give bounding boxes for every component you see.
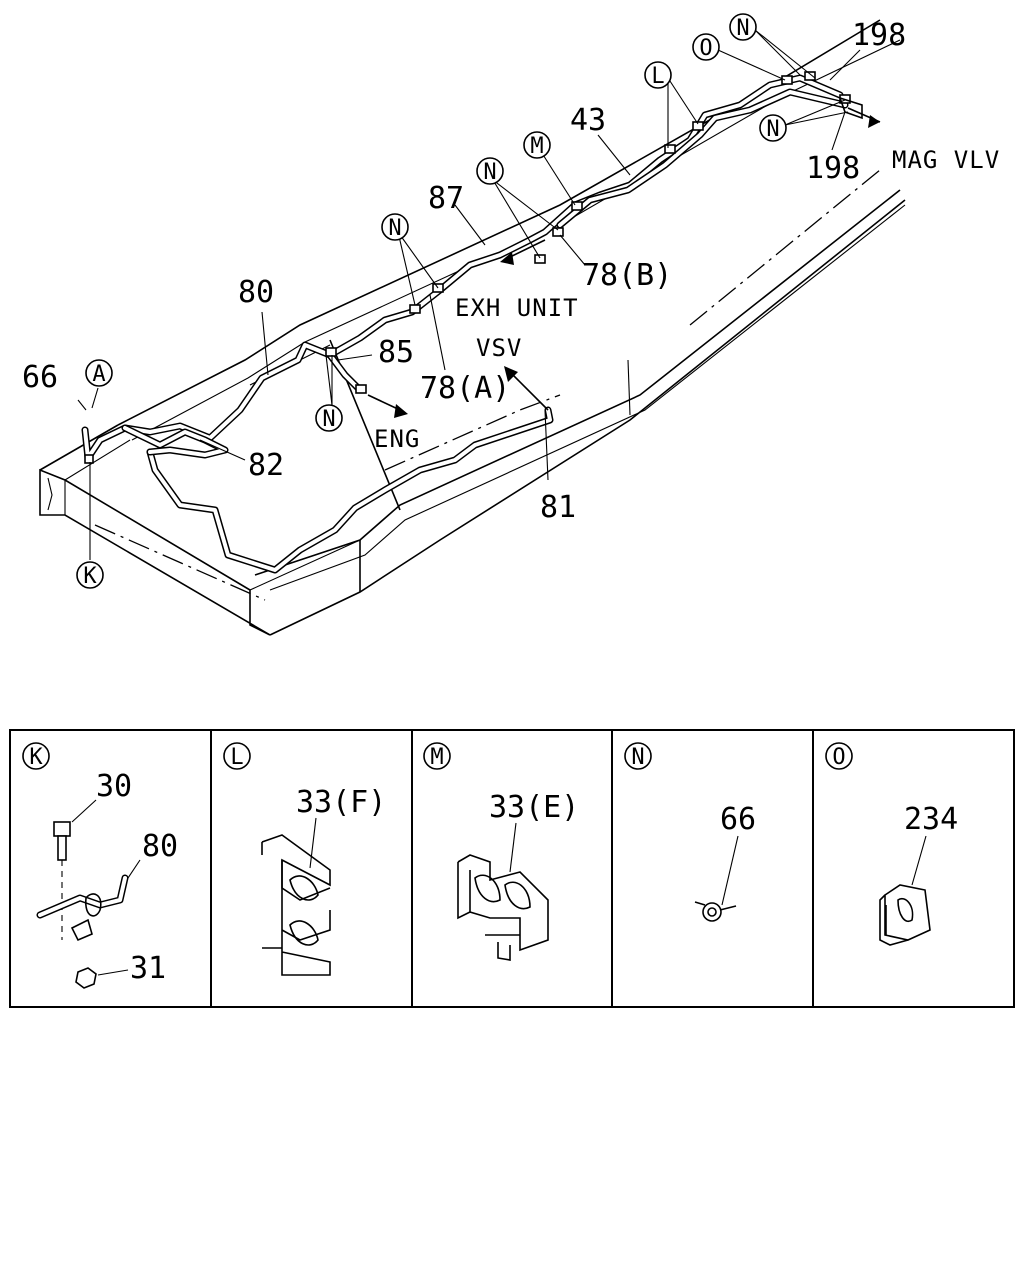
detail-k-part-31: 31: [130, 951, 166, 986]
detail-l-letter: L: [230, 745, 243, 770]
label-78a: 78(A): [420, 371, 510, 406]
svg-text:N: N: [736, 16, 749, 41]
detail-n-letter: N: [631, 745, 644, 770]
detail-k-letter: K: [29, 745, 43, 770]
callout-n-87: N: [381, 213, 409, 241]
label-vsv: VSV: [476, 334, 522, 362]
label-198-bottom: 198: [806, 151, 860, 186]
direction-labels: MAG VLV EXH UNIT VSV ENG: [374, 146, 1000, 453]
svg-text:O: O: [699, 36, 712, 61]
label-85: 85: [378, 335, 414, 370]
label-exh-unit: EXH UNIT: [455, 294, 579, 322]
detail-k-part-30: 30: [96, 769, 132, 804]
label-198-top: 198: [852, 18, 906, 53]
svg-text:L: L: [651, 64, 664, 89]
label-87: 87: [428, 181, 464, 216]
label-mag-vlv: MAG VLV: [892, 146, 1000, 174]
callout-k: K: [76, 561, 104, 589]
label-78b: 78(B): [582, 258, 672, 293]
callout-o: O: [692, 33, 720, 61]
svg-text:K: K: [83, 564, 97, 589]
detail-k: K 30 80 31: [22, 742, 178, 989]
label-82: 82: [248, 448, 284, 483]
detail-o: O 234: [825, 742, 958, 946]
svg-text:N: N: [388, 216, 401, 241]
detail-m-part-33e: 33(E): [489, 790, 579, 825]
detail-k-part-80: 80: [142, 829, 178, 864]
detail-panel: K 30 80 31 L 33(F): [9, 729, 1015, 1008]
detail-m: M 33(E): [423, 742, 579, 961]
svg-text:M: M: [530, 134, 543, 159]
detail-l: L 33(F): [223, 742, 386, 976]
callout-n-mag: N: [759, 114, 787, 142]
callout-n-eng: N: [315, 404, 343, 432]
label-eng: ENG: [374, 425, 420, 453]
label-43: 43: [570, 103, 606, 138]
detail-o-letter: O: [832, 745, 845, 770]
callout-markers: N O N L M N N N A K: [76, 13, 787, 589]
detail-o-part-234: 234: [904, 802, 958, 837]
part-labels: 198 198 43 87 80 85 78(A) 78(B) 66 82 81: [22, 18, 906, 525]
detail-l-part-33f: 33(F): [296, 785, 386, 820]
svg-text:A: A: [92, 362, 105, 387]
detail-n: N 66: [624, 742, 756, 922]
callout-m: M: [523, 131, 551, 159]
label-66: 66: [22, 360, 58, 395]
callout-n-exh: N: [476, 157, 504, 185]
callout-a: A: [85, 359, 113, 387]
detail-n-part-66: 66: [720, 802, 756, 837]
direction-arrows: [367, 107, 881, 418]
callout-l: L: [644, 61, 672, 89]
label-81: 81: [540, 490, 576, 525]
label-80: 80: [238, 275, 274, 310]
detail-m-letter: M: [430, 745, 443, 770]
frame-rail: [39, 19, 906, 636]
svg-text:N: N: [766, 117, 779, 142]
leader-lines: [77, 29, 861, 560]
pipe-routing: [81, 74, 849, 574]
svg-text:N: N: [322, 407, 335, 432]
callout-n-top-right: N: [729, 13, 757, 41]
svg-text:N: N: [483, 160, 496, 185]
